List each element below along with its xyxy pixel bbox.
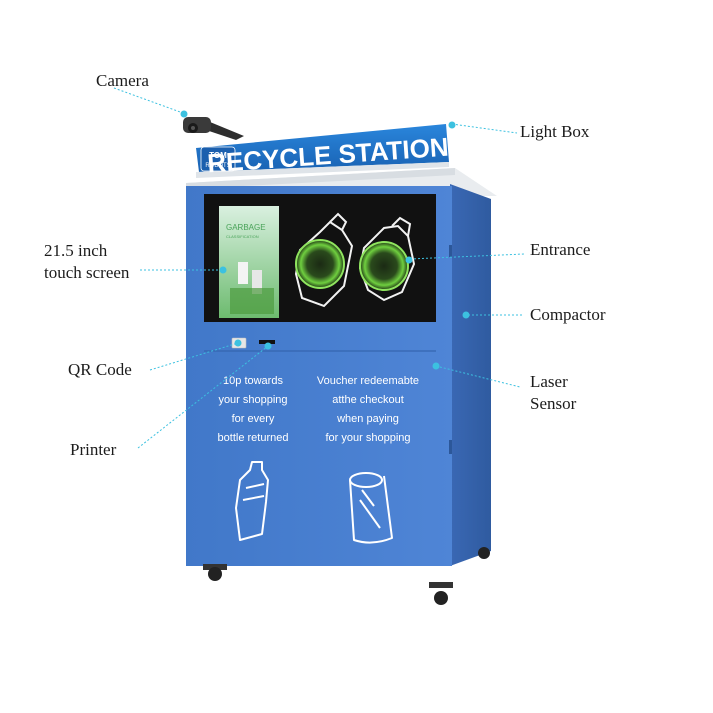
printer-slot (259, 340, 275, 344)
panel-right-line-1: Voucher redeemabte (317, 375, 419, 387)
label-touch-screen: 21.5 inch touch screen (44, 240, 129, 284)
panel-right-line-3: when paying (336, 413, 399, 425)
label-camera: Camera (96, 71, 149, 90)
poster-subtitle: CLASSIFICATION (226, 234, 259, 239)
bottle-icon (235, 461, 269, 541)
brand-logo (200, 146, 236, 172)
label-light-box: Light Box (520, 122, 590, 141)
label-laser-line-2: Sensor (530, 394, 577, 413)
label-compactor: Compactor (530, 305, 606, 324)
leader-lines (113, 87, 525, 449)
label-qr-code: QR Code (68, 360, 132, 379)
entrance-ring-right[interactable] (360, 242, 408, 290)
label-printer: Printer (70, 440, 117, 459)
logo-text-bottom: ROBOTS (205, 163, 230, 169)
panel-left-line-2: your shopping (218, 394, 287, 406)
poster-title: GARBAGE (226, 223, 266, 232)
compactor-door-seam (449, 245, 452, 257)
label-entrance: Entrance (530, 240, 591, 259)
label-touch-screen-line-1: 21.5 inch (44, 241, 108, 260)
panel-text-left: 10p towards your shopping for every bott… (218, 375, 289, 444)
panel-left-line-3: for every (232, 413, 275, 425)
leader-dots (180, 110, 470, 370)
panel-left-line-1: 10p towards (223, 375, 283, 387)
camera-assembly (183, 117, 244, 140)
label-laser-line-1: Laser (530, 372, 568, 391)
entrance[interactable] (294, 212, 416, 308)
logo-text-top: TOM (209, 151, 227, 160)
label-laser-sensor: Laser Sensor (530, 371, 576, 415)
cabinet-side (450, 184, 491, 566)
panel-right-line-2: atthe checkout (332, 394, 404, 406)
wheels (203, 547, 490, 605)
panel-left-line-4: bottle returned (218, 432, 289, 444)
label-touch-screen-line-2: touch screen (44, 263, 130, 282)
panel-right-line-4: for your shopping (326, 432, 411, 444)
screen-poster: GARBAGE CLASSIFICATION (219, 206, 279, 318)
panel-text-right: Voucher redeemabte atthe checkout when p… (317, 375, 419, 444)
can-icon (349, 472, 393, 544)
entrance-ring-left[interactable] (296, 240, 344, 288)
